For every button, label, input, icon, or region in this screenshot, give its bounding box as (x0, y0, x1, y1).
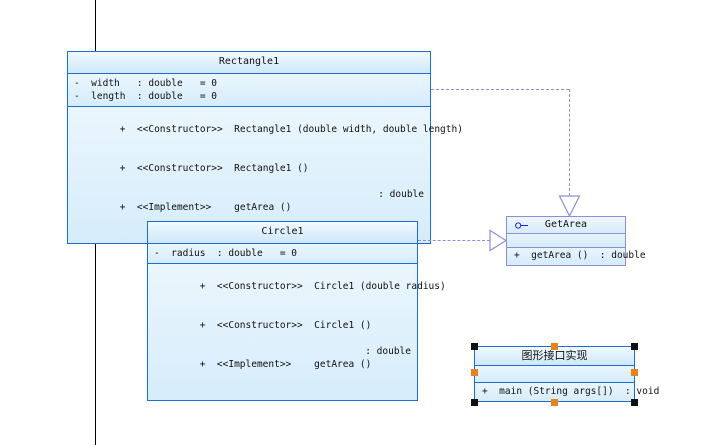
selection-handle-bottom-center[interactable] (551, 399, 558, 406)
realization-rectangle1-segment-vertical[interactable] (569, 89, 570, 196)
interface-title-getarea: GetArea (544, 219, 588, 230)
interface-attribute-compartment (507, 234, 625, 248)
operation-row: + <<Constructor>> Circle1 (double radius… (148, 267, 446, 306)
interface-title-row: GetArea (507, 217, 625, 234)
attribute-row: - radius : double = 0 (154, 248, 297, 259)
operation-row: + <<Constructor>> Rectangle1 () (68, 149, 430, 188)
operation-return-type: : double (365, 346, 411, 357)
class-box-circle1[interactable]: Circle1 - radius : double = 0 + <<Constr… (147, 221, 446, 401)
operation-signature: + <<Constructor>> Rectangle1 () (119, 163, 309, 174)
class-box-implementation[interactable]: 图形接口实现 + main (String args[]) : void (474, 346, 659, 402)
operation-signature: + <<Implement>> getArea () (199, 359, 372, 370)
interface-lollipop-icon (515, 222, 528, 229)
selection-handle-top-right[interactable] (631, 343, 638, 350)
class-title-implementation: 图形接口实现 (475, 347, 634, 366)
class-box-rectangle1[interactable]: Rectangle1 - width : double = 0 - length… (67, 51, 463, 244)
operation-row: + <<Implement>> getArea () : double (148, 345, 417, 397)
operation-compartment-circle1: + <<Constructor>> Circle1 (double radius… (148, 264, 446, 400)
operation-signature: + <<Constructor>> Circle1 (double radius… (199, 281, 446, 292)
operation-signature: + <<Implement>> getArea () (119, 202, 292, 213)
selection-handle-bottom-left[interactable] (471, 399, 478, 406)
attribute-compartment-circle1: - radius : double = 0 (148, 244, 417, 264)
operation-compartment-rectangle1: + <<Constructor>> Rectangle1 (double wid… (68, 107, 463, 243)
interface-box-getarea[interactable]: GetArea + getArea () : double (506, 216, 646, 266)
operation-row: + <<Constructor>> Circle1 () (148, 306, 417, 345)
realization-arrowhead-rectangle1 (558, 195, 581, 218)
selection-handle-bottom-right[interactable] (631, 399, 638, 406)
realization-circle1-segment-horizontal[interactable] (418, 240, 490, 241)
operation-row: + <<Constructor>> Rectangle1 (double wid… (68, 110, 463, 149)
class-title-circle1: Circle1 (148, 222, 417, 244)
attribute-compartment-rectangle1: - width : double = 0 - length : double =… (68, 74, 430, 107)
attribute-row: - width : double = 0 (74, 78, 217, 89)
operation-return-type: : double (378, 189, 424, 200)
selection-handle-top-left[interactable] (471, 343, 478, 350)
selection-handle-middle-left[interactable] (471, 369, 478, 376)
interface-operation-row: + getArea () : double (507, 248, 646, 265)
selection-handle-top-center[interactable] (551, 343, 558, 350)
operation-signature: + <<Constructor>> Rectangle1 (double wid… (119, 124, 463, 135)
operation-row: + <<Implement>> getArea () : double (68, 188, 430, 240)
realization-rectangle1-segment-horizontal[interactable] (431, 89, 569, 90)
attribute-compartment-implementation (475, 366, 634, 383)
realization-arrowhead-circle1 (489, 229, 508, 252)
class-title-rectangle1: Rectangle1 (68, 52, 430, 74)
operation-row-main: + main (String args[]) : void (475, 383, 659, 401)
selection-handle-middle-right[interactable] (631, 369, 638, 376)
attribute-row: - length : double = 0 (74, 91, 217, 102)
operation-signature: + <<Constructor>> Circle1 () (199, 320, 372, 331)
